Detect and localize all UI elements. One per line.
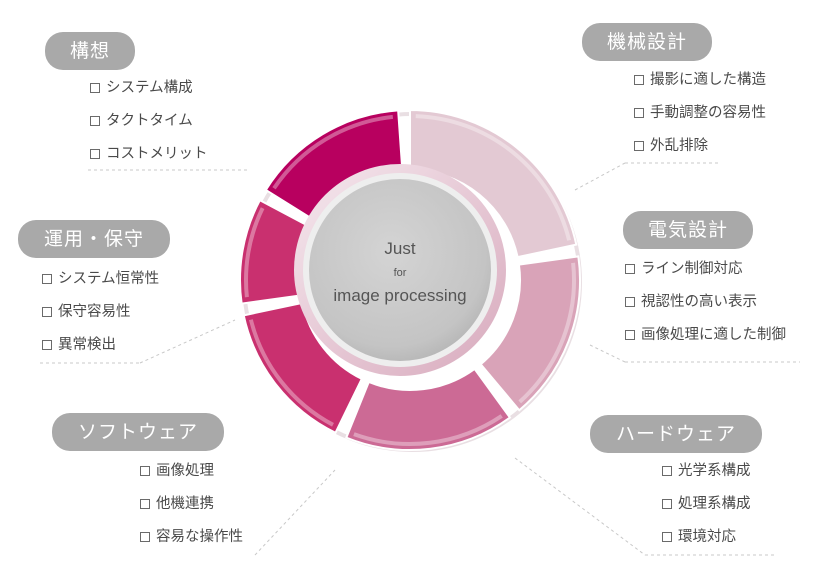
leader-lines — [40, 162, 800, 556]
list-denki: ライン制御対応 視認性の高い表示 画像処理に適した制御 — [625, 253, 786, 352]
title-kousou: 構想 — [45, 32, 135, 70]
segment-kousou-highlight — [272, 114, 394, 190]
checkbox-icon — [42, 274, 52, 284]
list-kikai: 撮影に適した構造 手動調整の容易性 外乱排除 — [634, 64, 766, 163]
checkbox-icon — [634, 141, 644, 151]
segment-denki — [479, 255, 581, 412]
checkbox-icon — [625, 330, 635, 340]
checkbox-icon — [90, 83, 100, 93]
checkbox-icon — [140, 532, 150, 542]
checkbox-icon — [634, 75, 644, 85]
list-soft: 画像処理 他機連携 容易な操作性 — [140, 455, 243, 554]
checkbox-icon — [625, 297, 635, 307]
list-kousou: システム構成 タクトタイム コストメリット — [90, 72, 208, 171]
checkbox-icon — [140, 466, 150, 476]
segment-soft-highlight — [248, 319, 334, 427]
list-item: 画像処理に適した制御 — [625, 319, 786, 352]
checkbox-icon — [662, 499, 672, 509]
leader-soft — [254, 469, 336, 556]
list-item: 処理系構成 — [662, 488, 751, 521]
list-item: 手動調整の容易性 — [634, 97, 766, 130]
list-item: 容易な操作性 — [140, 521, 243, 554]
checkbox-icon — [625, 264, 635, 274]
list-item: 保守容易性 — [42, 296, 159, 329]
list-item: システム恒常性 — [42, 263, 159, 296]
list-item: コストメリット — [90, 138, 208, 171]
center-line2: for — [394, 267, 407, 279]
segment-denki-highlight — [518, 262, 576, 404]
checkbox-icon — [634, 108, 644, 118]
title-unyou: 運用・保守 — [18, 220, 170, 258]
title-hard: ハードウェア — [590, 415, 762, 453]
checkbox-icon — [42, 340, 52, 350]
list-item: 環境対応 — [662, 521, 751, 554]
center-hub — [309, 179, 491, 361]
segment-unyou-highlight — [244, 207, 265, 298]
leader-denki-diag — [589, 344, 626, 363]
checkbox-icon — [90, 116, 100, 126]
center-line3: image processing — [333, 286, 466, 305]
list-item: システム構成 — [90, 72, 208, 105]
list-unyou: システム恒常性 保守容易性 異常検出 — [42, 263, 159, 362]
list-item: 画像処理 — [140, 455, 243, 488]
leader-hard-diag — [514, 457, 646, 556]
checkbox-icon — [140, 499, 150, 509]
checkbox-icon — [42, 307, 52, 317]
list-item: タクトタイム — [90, 105, 208, 138]
segment-soft — [242, 301, 364, 435]
checkbox-icon — [662, 466, 672, 476]
segment-hard — [345, 367, 512, 451]
checkbox-icon — [662, 532, 672, 542]
leader-unyou-diag — [139, 319, 236, 364]
title-denki: 電気設計 — [623, 211, 753, 249]
list-item: 他機連携 — [140, 488, 243, 521]
list-item: 視認性の高い表示 — [625, 286, 786, 319]
list-item: 外乱排除 — [634, 130, 766, 163]
list-item: 撮影に適した構造 — [634, 64, 766, 97]
list-item: 異常検出 — [42, 329, 159, 362]
checkbox-icon — [90, 149, 100, 159]
leader-kikai-diag — [574, 162, 626, 191]
segment-kikai-highlight — [415, 114, 572, 241]
center-line1: Just — [384, 239, 415, 258]
title-soft: ソフトウェア — [52, 413, 224, 451]
title-kikai: 機械設計 — [582, 23, 712, 61]
list-hard: 光学系構成 処理系構成 環境対応 — [662, 455, 751, 554]
list-item: ライン制御対応 — [625, 253, 786, 286]
segment-hard-highlight — [353, 414, 503, 446]
list-item: 光学系構成 — [662, 455, 751, 488]
